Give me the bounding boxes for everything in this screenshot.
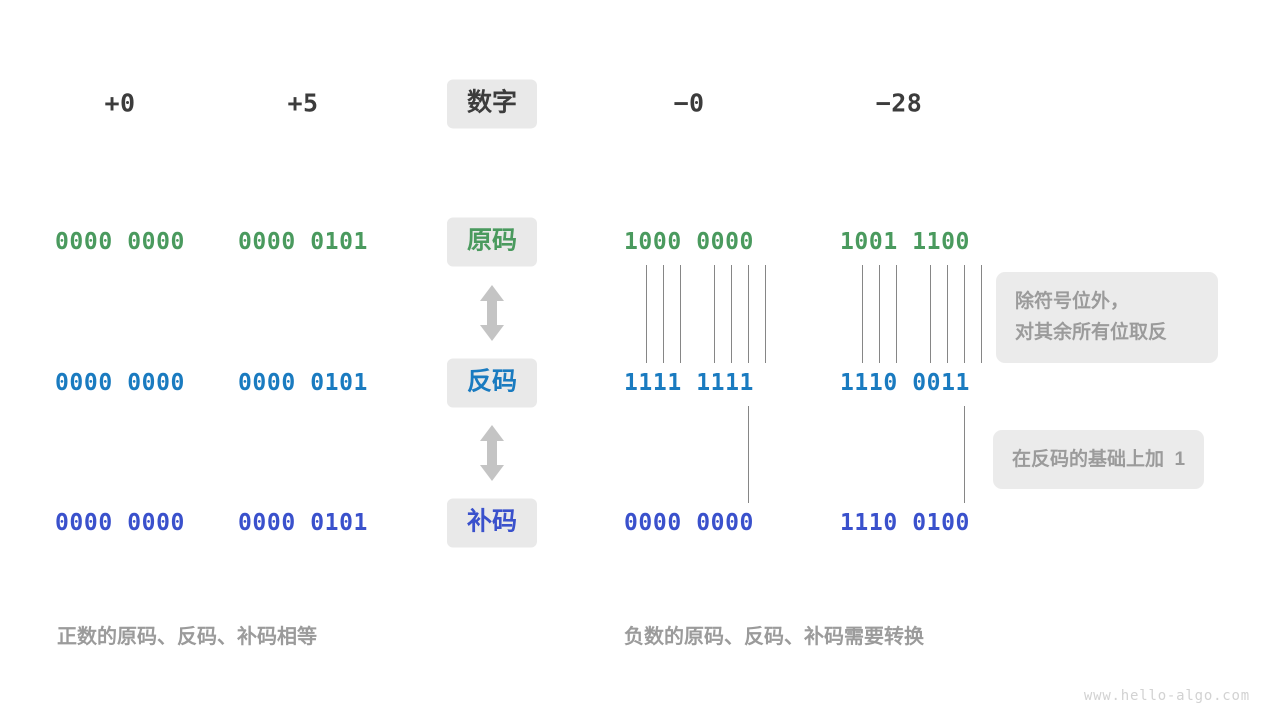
row-label-number: 数字 <box>446 79 538 129</box>
twos-complement-pos-zero: 0000 0000 <box>54 510 186 536</box>
connector-line <box>748 265 749 363</box>
header-value-neg-zero: −0 <box>673 88 705 118</box>
connector-line <box>862 265 863 363</box>
twos-complement-neg-twentyeight: 1110 0100 <box>839 510 971 536</box>
double-arrow-icon <box>477 284 507 342</box>
header-value-pos-five: +5 <box>287 88 319 118</box>
header-value-neg-twentyeight: −28 <box>875 88 923 118</box>
caption-negative: 负数的原码、反码、补码需要转换 <box>624 626 924 648</box>
connector-line-carry <box>748 406 749 503</box>
connector-line <box>947 265 948 363</box>
caption-positive: 正数的原码、反码、补码相等 <box>57 626 317 648</box>
connector-line <box>765 265 766 363</box>
note-invert-bits: 除符号位外， 对其余所有位取反 <box>996 272 1218 363</box>
connector-line <box>879 265 880 363</box>
double-arrow-icon <box>477 424 507 482</box>
twos-complement-neg-zero: 0000 0000 <box>623 510 755 536</box>
twos-complement-pos-five: 0000 0101 <box>237 510 369 536</box>
note-add-one: 在反码的基础上加 1 <box>993 430 1205 490</box>
ones-complement-pos-five: 0000 0101 <box>237 370 369 396</box>
sign-magnitude-pos-zero: 0000 0000 <box>54 229 186 255</box>
row-label-ones-complement: 反码 <box>446 358 538 408</box>
watermark: www.hello-algo.com <box>1083 688 1250 704</box>
ones-complement-pos-zero: 0000 0000 <box>54 370 186 396</box>
sign-magnitude-neg-zero: 1000 0000 <box>623 229 755 255</box>
connector-line <box>896 265 897 363</box>
ones-complement-neg-zero: 1111 1111 <box>623 370 755 396</box>
connector-line <box>646 265 647 363</box>
connector-line <box>964 265 965 363</box>
ones-complement-neg-twentyeight: 1110 0011 <box>839 370 971 396</box>
connector-line <box>663 265 664 363</box>
sign-magnitude-pos-five: 0000 0101 <box>237 229 369 255</box>
row-label-sign-magnitude: 原码 <box>446 217 538 267</box>
connector-line-carry <box>964 406 965 503</box>
sign-magnitude-neg-twentyeight: 1001 1100 <box>839 229 971 255</box>
connector-line <box>714 265 715 363</box>
connector-line <box>981 265 982 363</box>
connector-line <box>680 265 681 363</box>
connector-line <box>930 265 931 363</box>
header-value-pos-zero: +0 <box>104 88 136 118</box>
connector-line <box>731 265 732 363</box>
row-label-twos-complement: 补码 <box>446 498 538 548</box>
